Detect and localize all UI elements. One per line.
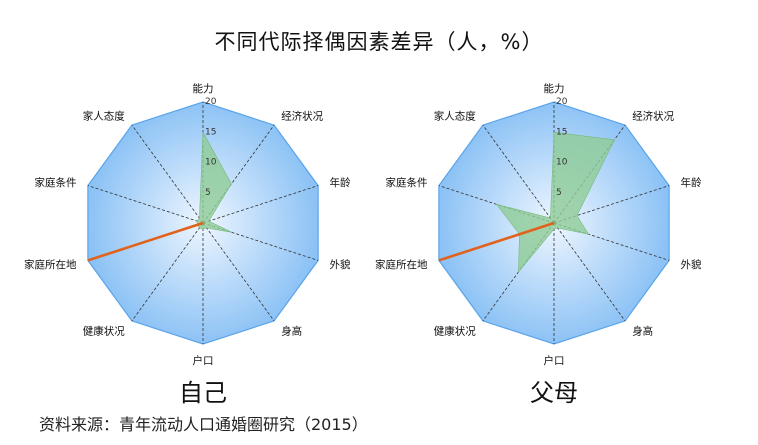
radar-axis-label: 家庭条件 bbox=[35, 176, 77, 189]
radar-axis-label: 健康状况 bbox=[434, 325, 476, 338]
radar-tick-label: 10 bbox=[205, 158, 217, 168]
radar-axis-label: 家庭所在地 bbox=[375, 258, 428, 271]
radar-spoke-身高 bbox=[553, 222, 626, 322]
radar-spoke-家人态度 bbox=[131, 124, 204, 224]
radar-tick-label: 15 bbox=[556, 127, 567, 137]
radar-tick-label: 10 bbox=[556, 158, 568, 168]
radar-axis-label: 家庭所在地 bbox=[24, 258, 77, 271]
radar-chart-parents: 5 10 15 20 能力经济状况年龄外貌身高户口 健康状况 家庭所在地 家庭条件 家人态度 bbox=[375, 78, 702, 378]
radar-axis-label: 年龄 bbox=[681, 176, 702, 189]
radar-spoke-年龄 bbox=[202, 185, 319, 224]
radar-axis-label: 外貌 bbox=[330, 258, 351, 271]
radar-axis-label: 健康状况 bbox=[83, 325, 125, 338]
radar-spoke-身高 bbox=[202, 222, 275, 322]
radar-tick-label: 15 bbox=[205, 127, 216, 137]
radar-axis-label: 身高 bbox=[281, 325, 302, 338]
radar-axis-label: 经济状况 bbox=[281, 109, 323, 122]
radar-axis-label: 能力 bbox=[193, 82, 214, 95]
chart-caption-parents: 父母 bbox=[530, 379, 578, 407]
radar-axis-label: 家人态度 bbox=[83, 109, 125, 122]
radar-tick-label: 20 bbox=[205, 97, 217, 107]
chart-caption-self: 自己 bbox=[179, 379, 227, 407]
radar-axis-label: 家人态度 bbox=[434, 109, 476, 122]
radar-axis-label: 身高 bbox=[632, 325, 653, 338]
radar-series-polygon bbox=[196, 131, 232, 233]
radar-axis-label: 能力 bbox=[544, 82, 565, 95]
radar-axis-label: 年龄 bbox=[330, 176, 351, 189]
radar-tick-label: 5 bbox=[556, 188, 562, 198]
radar-axis-label: 户口 bbox=[193, 354, 214, 367]
radar-axis-label: 经济状况 bbox=[632, 109, 674, 122]
radar-highlight-line bbox=[438, 221, 555, 262]
radar-spoke-健康状况 bbox=[131, 222, 204, 322]
radar-tick-label: 5 bbox=[205, 188, 211, 198]
radar-axis-label: 家庭条件 bbox=[386, 176, 428, 189]
radar-axis-label: 户口 bbox=[544, 354, 565, 367]
radar-chart-self: 5 10 15 20 能力经济状况年龄外貌身高户口 健康状况 家庭所在地 家庭条件 家人态度 bbox=[24, 78, 351, 378]
radar-axis-label: 外貌 bbox=[681, 258, 702, 271]
radar-series-polygon bbox=[495, 131, 615, 273]
chart-title: 不同代际择偶因素差异（人，%） bbox=[214, 30, 544, 54]
radar-spoke-家庭条件 bbox=[87, 185, 204, 224]
source-note: 资料来源：青年流动人口通婚圈研究（2015） bbox=[39, 415, 368, 434]
radar-spoke-家人态度 bbox=[482, 124, 555, 224]
radar-tick-label: 20 bbox=[556, 97, 568, 107]
radar-highlight-line bbox=[87, 221, 204, 262]
